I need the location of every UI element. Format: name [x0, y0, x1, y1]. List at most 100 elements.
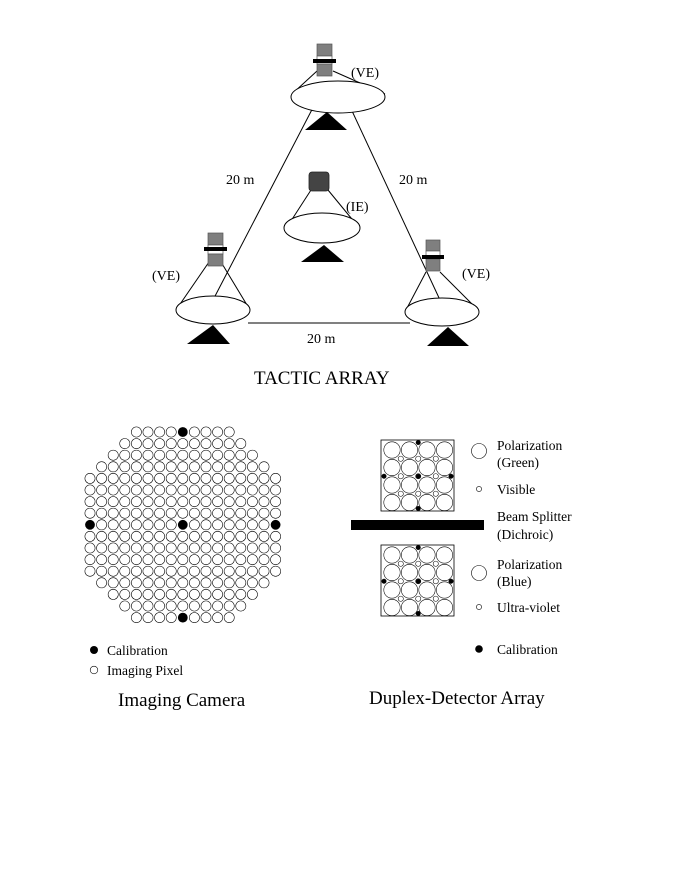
mirror-dish — [175, 295, 251, 325]
calibration-dot — [415, 473, 421, 479]
imaging-pixel — [96, 554, 107, 565]
telescope-ve-left: (VE) — [152, 232, 251, 344]
imaging-pixel — [84, 542, 96, 554]
ie-camera-body — [308, 171, 330, 192]
imaging-pixel — [200, 542, 212, 554]
imaging-pixel — [270, 531, 281, 542]
small-pixel — [432, 490, 439, 497]
pixel-grid — [84, 426, 281, 623]
imaging-pixel — [119, 589, 131, 600]
imaging-pixel — [223, 484, 235, 496]
ve-label-top: (VE) — [351, 66, 379, 81]
imaging-pixel — [200, 519, 212, 531]
imaging-pixel — [165, 461, 177, 473]
imaging-pixel — [107, 473, 119, 484]
imaging-pixel — [200, 600, 212, 612]
imaging-pixel — [235, 565, 247, 577]
imaging-pixel — [270, 542, 281, 554]
telescope-ie-center: (IE) — [283, 171, 369, 262]
calibration-dot — [415, 611, 421, 617]
imaging-pixel — [154, 484, 165, 496]
imaging-pixel — [142, 589, 154, 600]
imaging-pixel — [258, 473, 270, 484]
imaging-pixel — [119, 449, 131, 461]
calibration-pixel — [85, 519, 95, 530]
polarization-pixel — [383, 476, 401, 494]
polarization-pixel — [436, 494, 453, 511]
calibration-pixel — [177, 612, 188, 623]
imaging-pixel — [258, 577, 270, 589]
imaging-pixel — [107, 589, 119, 600]
polarization-pixel — [401, 476, 418, 494]
polarization-green-label-2: (Green) — [497, 455, 539, 470]
duplex-detector-title: Duplex-Detector Array — [369, 688, 545, 709]
imaging-pixel — [165, 507, 177, 519]
imaging-pixel — [96, 565, 107, 577]
imaging-pixel — [189, 612, 200, 623]
imaging-pixel — [200, 496, 212, 507]
mount-triangle — [301, 245, 344, 262]
polarization-pixel — [418, 441, 436, 459]
imaging-pixel — [189, 449, 200, 461]
imaging-pixel — [200, 577, 212, 589]
calibration-dot — [448, 578, 454, 584]
imaging-pixel — [189, 542, 200, 554]
polarization-blue-label-2: (Blue) — [497, 574, 532, 589]
imaging-pixel — [84, 554, 96, 565]
small-pixel — [397, 578, 404, 585]
imaging-pixel — [270, 484, 281, 496]
imaging-pixel — [131, 542, 142, 554]
imaging-pixel — [258, 496, 270, 507]
polarization-pixel — [383, 494, 401, 511]
imaging-pixel — [223, 519, 235, 531]
imaging-pixel — [142, 496, 154, 507]
imaging-pixel — [247, 496, 258, 507]
imaging-pixel — [177, 531, 189, 542]
imaging-pixel — [189, 565, 200, 577]
imaging-pixel — [189, 426, 200, 438]
imaging-pixel — [200, 449, 212, 461]
imaging-pixel — [165, 519, 177, 531]
imaging-pixel — [131, 589, 142, 600]
imaging-pixel — [258, 554, 270, 565]
mount-triangle — [187, 325, 230, 344]
visible-label: Visible — [497, 482, 535, 497]
telescope-ve-top: (VE) — [290, 43, 386, 130]
imaging-pixel — [107, 565, 119, 577]
imaging-pixel — [154, 473, 165, 484]
imaging-pixel — [212, 600, 223, 612]
polarization-pixel — [436, 581, 453, 599]
camera-gray-lower — [316, 63, 333, 77]
polarization-pixel — [383, 564, 401, 581]
imaging-pixel — [223, 507, 235, 519]
calibration-dot — [415, 545, 421, 551]
imaging-pixel — [165, 542, 177, 554]
polarization-pixel — [401, 599, 418, 616]
imaging-pixel — [270, 507, 281, 519]
polarization-pixel — [401, 546, 418, 564]
imaging-pixel — [200, 554, 212, 565]
mirror-dish — [404, 297, 480, 327]
mirror-dish — [283, 212, 361, 244]
imaging-pixel — [200, 438, 212, 449]
imaging-pixel — [142, 473, 154, 484]
imaging-pixel — [189, 519, 200, 531]
polarization-pixel — [401, 441, 418, 459]
imaging-pixel — [223, 577, 235, 589]
imaging-pixel — [247, 449, 258, 461]
imaging-pixel — [177, 473, 189, 484]
imaging-pixel — [142, 565, 154, 577]
calibration-dot — [415, 578, 421, 584]
imaging-pixel — [165, 565, 177, 577]
imaging-pixel — [165, 496, 177, 507]
calibration-legend-marker — [90, 646, 98, 654]
imaging-pixel — [131, 519, 142, 531]
imaging-pixel — [235, 496, 247, 507]
imaging-pixel — [177, 600, 189, 612]
calibration-marker — [475, 645, 483, 653]
imaging-pixel — [212, 577, 223, 589]
imaging-pixel — [223, 531, 235, 542]
imaging-pixel — [235, 507, 247, 519]
imaging-pixel — [212, 473, 223, 484]
imaging-pixel — [223, 438, 235, 449]
